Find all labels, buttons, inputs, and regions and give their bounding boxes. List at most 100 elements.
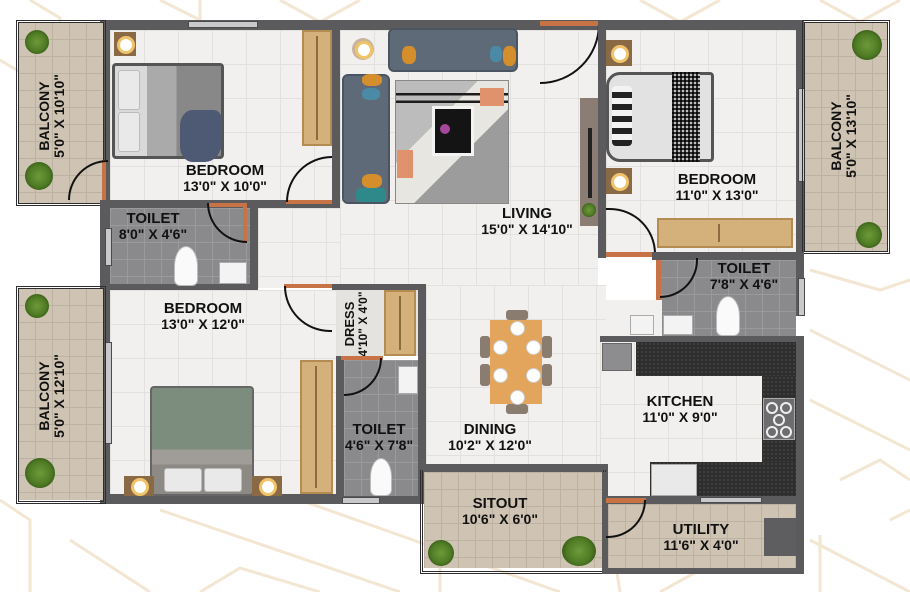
wardrobe-icon bbox=[302, 30, 332, 146]
wall bbox=[598, 20, 804, 30]
wall bbox=[652, 252, 804, 260]
window bbox=[342, 497, 380, 504]
pillow bbox=[118, 70, 140, 110]
plant-icon bbox=[25, 294, 49, 318]
toilet-icon bbox=[716, 296, 740, 336]
wall bbox=[418, 284, 426, 500]
door[interactable] bbox=[286, 200, 332, 204]
wall bbox=[100, 284, 258, 290]
kitchen-counter bbox=[636, 342, 796, 376]
plant-icon bbox=[25, 30, 49, 54]
basin-icon bbox=[630, 315, 654, 335]
plant-icon bbox=[852, 30, 882, 60]
flower-vase bbox=[440, 124, 450, 134]
wall bbox=[332, 284, 426, 290]
wardrobe-icon bbox=[657, 218, 793, 248]
wall bbox=[336, 356, 344, 496]
room-label-dining: DINING 10'2" X 12'0" bbox=[448, 421, 532, 454]
wall bbox=[600, 336, 804, 342]
plant-icon bbox=[25, 162, 53, 190]
wardrobe-icon bbox=[384, 290, 416, 356]
wall bbox=[602, 568, 804, 574]
pillow bbox=[164, 468, 202, 492]
main-entrance-door[interactable] bbox=[540, 21, 600, 26]
room-label-sitout: SITOUT 10'6" X 6'0" bbox=[462, 495, 538, 528]
wall bbox=[332, 20, 340, 208]
room-label-toilet-bottom: TOILET 4'6" X 7'8" bbox=[344, 421, 414, 454]
wall bbox=[100, 494, 426, 504]
window bbox=[700, 497, 762, 503]
cushion bbox=[503, 46, 516, 66]
basin-icon bbox=[398, 366, 418, 394]
basin-icon bbox=[663, 315, 693, 335]
throw-blanket bbox=[356, 188, 386, 202]
bed-throw bbox=[672, 72, 700, 162]
tv-icon bbox=[588, 128, 592, 198]
pillows bbox=[612, 86, 632, 146]
room-label-dress: DRESS 4'10" X 4'0" bbox=[342, 291, 371, 357]
plate bbox=[493, 368, 508, 383]
room-label-living: LIVING 15'0" X 14'10" bbox=[481, 205, 573, 238]
chair bbox=[480, 336, 490, 358]
wall bbox=[250, 200, 258, 290]
side-lamp-icon bbox=[352, 38, 374, 60]
cushion bbox=[362, 74, 382, 86]
window bbox=[188, 21, 258, 28]
wall bbox=[598, 20, 606, 258]
balcony-bottom-left-railing bbox=[16, 286, 106, 504]
rug-accent bbox=[480, 88, 504, 106]
plant-icon bbox=[25, 458, 55, 488]
toilet-icon bbox=[174, 246, 198, 286]
room-label-toilet-top-left: TOILET 8'0" X 4'6" bbox=[118, 210, 188, 243]
cushion bbox=[362, 174, 382, 188]
room-label-bedroom-right: BEDROOM 11'0" X 13'0" bbox=[675, 171, 759, 204]
plate bbox=[526, 368, 541, 383]
room-label-bedroom-bottom-left: BEDROOM 13'0" X 12'0" bbox=[161, 300, 245, 333]
door[interactable] bbox=[606, 252, 656, 257]
coffee-table-icon bbox=[432, 106, 474, 156]
wardrobe-icon bbox=[300, 360, 333, 494]
balcony-right-railing bbox=[802, 20, 890, 254]
room-label-kitchen: KITCHEN 11'0" X 9'0" bbox=[642, 393, 718, 426]
cushion bbox=[402, 46, 416, 64]
cushion bbox=[490, 46, 502, 62]
side-lamp-icon bbox=[252, 476, 282, 496]
basin-icon bbox=[219, 262, 247, 284]
kitchen-sink-icon bbox=[651, 464, 697, 496]
room-label-bedroom-top-left: BEDROOM 13'0" X 10'0" bbox=[183, 162, 267, 195]
plant-icon bbox=[582, 203, 596, 217]
plate bbox=[493, 340, 508, 355]
cushion bbox=[362, 88, 380, 100]
wall bbox=[340, 20, 540, 30]
fridge-icon bbox=[602, 343, 632, 371]
chair bbox=[506, 404, 528, 414]
room-label-balcony-bottom-left: BALCONY 5'0" X 12'10" bbox=[36, 354, 68, 438]
plate bbox=[510, 390, 525, 405]
wall bbox=[796, 336, 804, 572]
rug-accent bbox=[397, 150, 413, 178]
side-lamp-icon bbox=[606, 40, 632, 66]
chair bbox=[480, 364, 490, 386]
room-label-balcony-top-left: BALCONY 5'0" X 10'10" bbox=[36, 74, 68, 158]
wall bbox=[602, 472, 608, 572]
corridor bbox=[258, 208, 340, 288]
door[interactable] bbox=[656, 260, 661, 300]
blanket-icon bbox=[180, 110, 222, 162]
toilet-icon bbox=[370, 458, 392, 496]
side-lamp-icon bbox=[124, 476, 154, 496]
wall bbox=[418, 464, 608, 472]
balcony-top-left-railing bbox=[16, 20, 106, 206]
chair bbox=[506, 310, 528, 320]
washing-machine-icon bbox=[764, 518, 796, 556]
side-lamp-icon bbox=[114, 32, 136, 56]
room-label-balcony-right: BALCONY 5'0" X 13'10" bbox=[828, 94, 860, 178]
stove-hob-icon bbox=[763, 398, 795, 440]
room-label-toilet-right: TOILET 7'8" X 4'6" bbox=[709, 260, 779, 293]
plate bbox=[510, 321, 525, 336]
chair bbox=[542, 336, 552, 358]
window bbox=[105, 342, 112, 444]
window bbox=[798, 278, 805, 316]
room-label-utility: UTILITY 11'6" X 4'0" bbox=[663, 521, 739, 554]
window bbox=[105, 228, 112, 266]
pillow bbox=[204, 468, 242, 492]
